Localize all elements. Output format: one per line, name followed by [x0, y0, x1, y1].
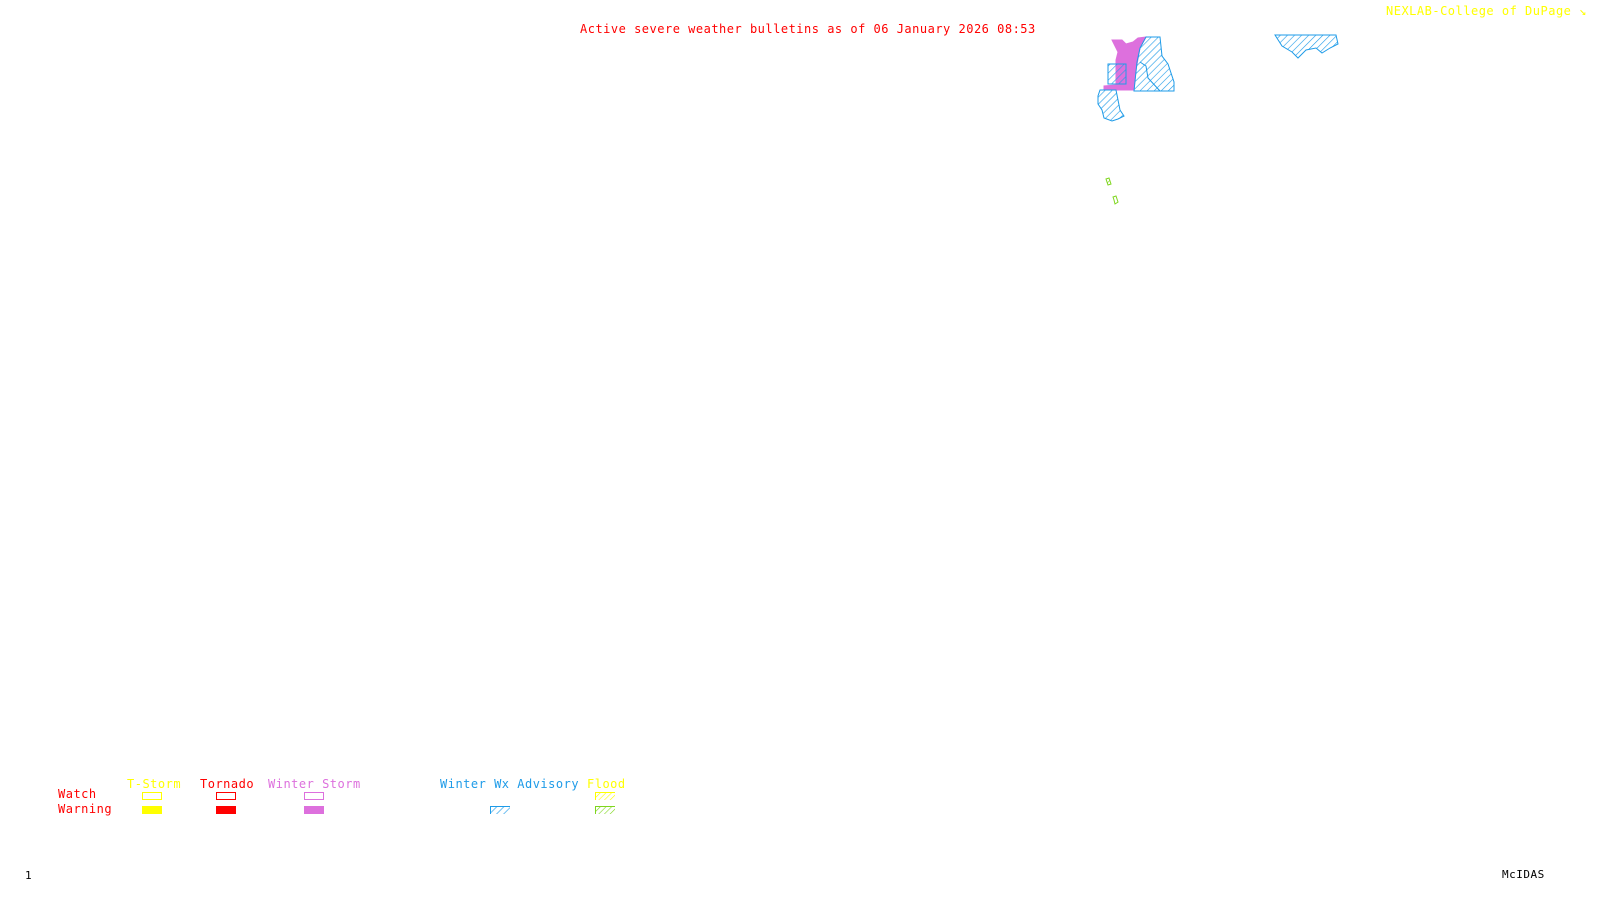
winter-wx-advisory-area [1274, 34, 1339, 59]
flood-warning-area [1112, 195, 1119, 205]
legend-winter-storm-label: Winter Storm [268, 777, 361, 791]
credit-text: NEXLAB-College of DuPage [1386, 4, 1572, 18]
winter-storm-warning-swatch [304, 806, 324, 814]
winter-wx-advisory-area [1097, 89, 1125, 122]
tornado-warning-swatch [216, 806, 236, 814]
software-label: McIDAS [1502, 868, 1545, 881]
flood-warning-area [1105, 177, 1112, 186]
frame-number: 1 [25, 869, 33, 882]
legend-flood-label: Flood [587, 777, 626, 791]
flood-watch-swatch [595, 792, 615, 800]
map-title: Active severe weather bulletins as of 06… [580, 22, 1036, 36]
legend-tstorm-label: T-Storm [127, 777, 182, 791]
winter-wx-advisory-swatch [490, 806, 510, 814]
winter-wx-advisory-boundary [1139, 61, 1161, 92]
legend-winter-wx-advisory-label: Winter Wx Advisory [440, 777, 580, 791]
winter-storm-watch-swatch [304, 792, 324, 800]
arrow-corner-icon: ↘ [1579, 4, 1587, 18]
tstorm-watch-swatch [142, 792, 162, 800]
tstorm-warning-swatch [142, 806, 162, 814]
legend-warning-label: Warning [58, 802, 113, 816]
legend-watch-label: Watch [58, 787, 97, 801]
tornado-watch-swatch [216, 792, 236, 800]
winter-wx-advisory-area [1133, 36, 1175, 92]
flood-warning-swatch [595, 806, 615, 814]
credit-label: NEXLAB-College of DuPage ↘ [1386, 5, 1587, 17]
legend-tornado-label: Tornado [200, 777, 255, 791]
winter-wx-advisory-area [1107, 63, 1127, 85]
